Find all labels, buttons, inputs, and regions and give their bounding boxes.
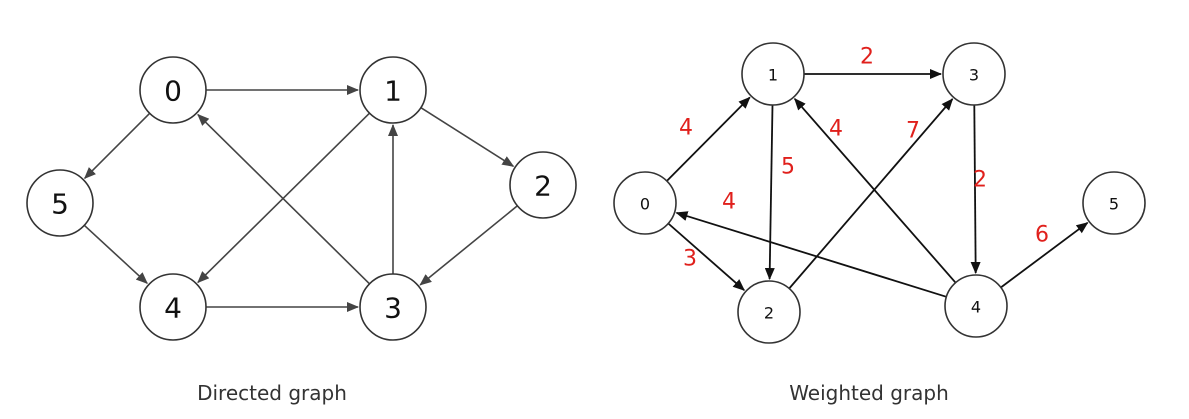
weighted-edge-4-to-5 [1000,221,1089,289]
weighted-node-5 [1082,171,1146,235]
directed-edge-3-to-0 [197,113,371,285]
weighted-edge-weight-0-to-2: 3 [683,247,697,272]
weighted-edge-weight-4-to-0: 4 [722,190,736,215]
weighted-edge-1-to-2 [764,104,775,280]
weighted-node-2 [737,280,801,344]
weighted-graph-caption: Weighted graph [789,381,949,405]
directed-edge-2-to-3 [419,205,518,286]
weighted-graph: 4 3 2 5 7 2 4 4 6 0 1 2 3 4 5 [613,42,1146,344]
directed-node-4 [139,273,207,341]
weighted-node-label-3: 3 [969,66,979,85]
weighted-node-0 [613,171,677,235]
weighted-edge-4-to-0 [675,211,947,298]
directed-edge-5-to-4 [83,224,148,284]
weighted-node-3 [942,42,1006,106]
weighted-edge-4-to-1 [794,98,957,284]
weighted-edge-3-to-4 [970,104,981,274]
directed-node-label-4: 4 [164,292,182,325]
directed-node-3 [359,273,427,341]
directed-node-2 [509,151,577,219]
directed-node-5 [26,169,94,237]
directed-node-label-3: 3 [384,292,402,325]
directed-graph-caption: Directed graph [197,381,347,405]
weighted-node-label-5: 5 [1109,195,1119,214]
weighted-node-4 [944,274,1008,338]
weighted-node-label-4: 4 [971,298,981,317]
directed-graph: 0 1 2 3 4 5 [26,56,577,341]
weighted-node-label-2: 2 [764,304,774,323]
directed-edge-0-to-5 [83,112,151,180]
directed-edge-1-to-2 [420,107,515,167]
weighted-edge-weight-3-to-4: 2 [973,168,987,193]
weighted-node-label-0: 0 [640,195,650,214]
weighted-edge-weight-4-to-5: 6 [1035,223,1049,248]
weighted-edge-weight-1-to-3: 2 [860,45,874,70]
weighted-node-1 [741,42,805,106]
weighted-edge-weight-0-to-1: 4 [679,116,693,141]
directed-node-0 [139,56,207,124]
directed-node-label-1: 1 [384,75,402,108]
weighted-edge-weight-4-to-1: 4 [829,117,843,142]
directed-node-label-2: 2 [534,170,552,203]
directed-node-1 [359,56,427,124]
weighted-edge-weight-1-to-2: 5 [781,155,795,180]
weighted-node-label-1: 1 [768,66,778,85]
weighted-edge-weight-2-to-3: 7 [906,119,920,144]
directed-edge-1-to-4 [197,112,371,284]
directed-node-label-0: 0 [164,75,182,108]
weighted-edge-0-to-2 [667,222,745,291]
directed-node-label-5: 5 [51,188,69,221]
weighted-edge-2-to-3 [788,98,954,290]
weighted-edge-0-to-1 [666,96,751,182]
